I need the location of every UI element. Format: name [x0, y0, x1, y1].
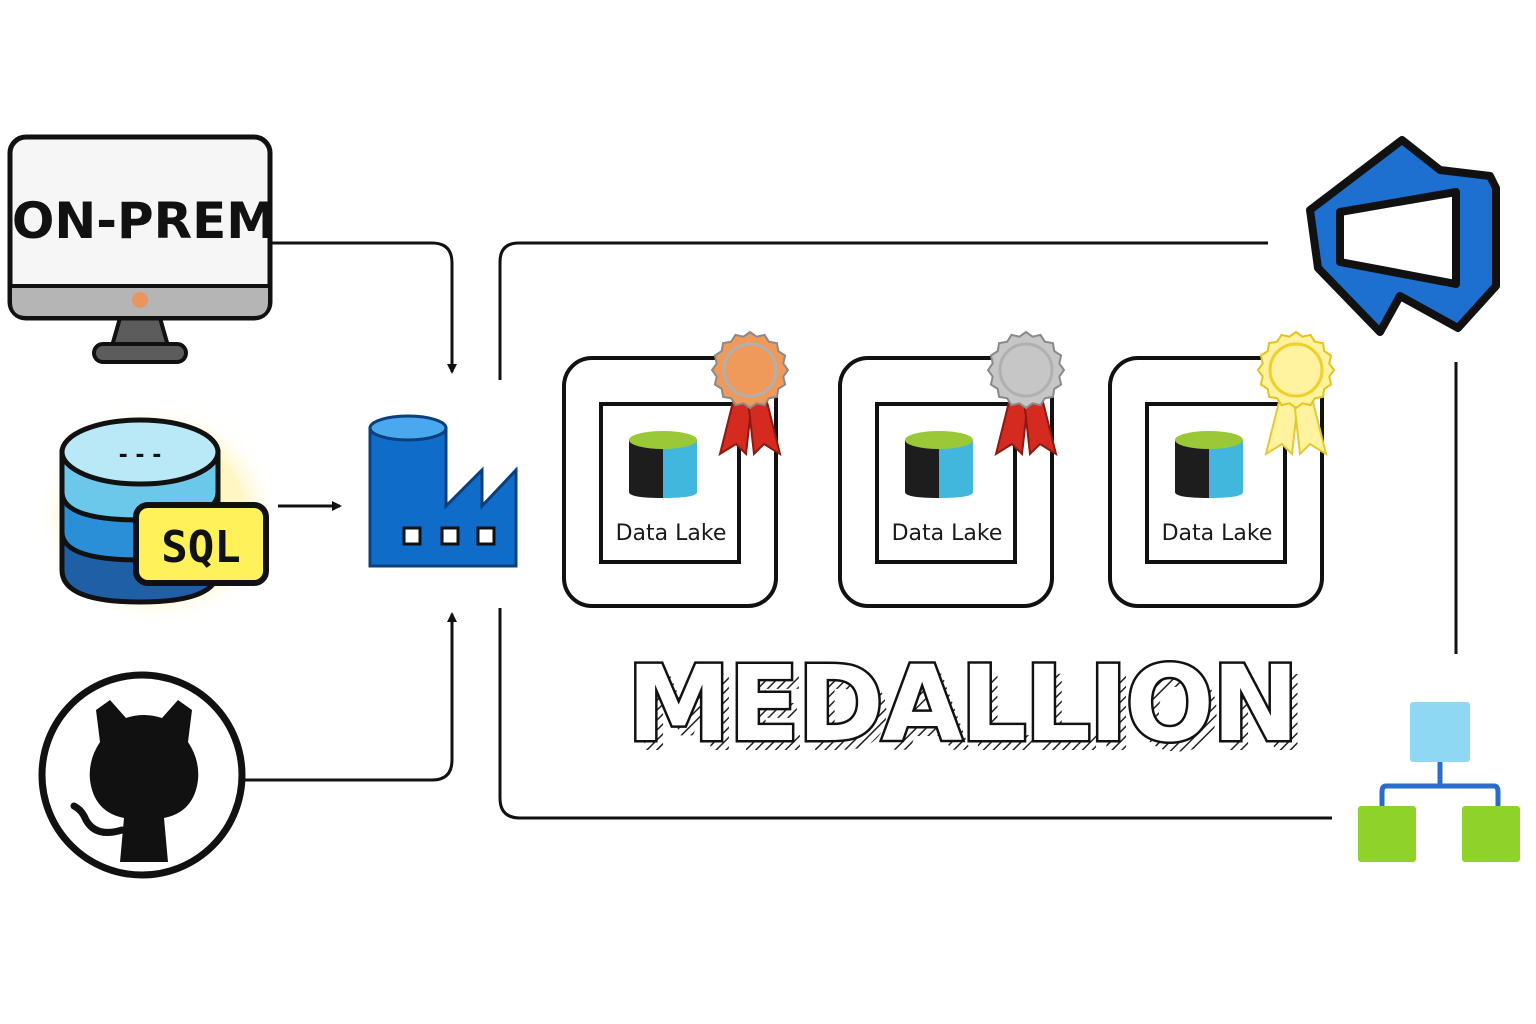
layer-label: Data Lake — [1162, 521, 1273, 546]
monitor-icon: ON-PREM — [7, 134, 276, 364]
bronze-medal-icon — [710, 330, 790, 457]
medallion-layers: Data Lake Data Lake Data Lake — [562, 330, 1336, 608]
sql-label: SQL — [161, 522, 240, 573]
onprem-label: ON-PREM — [12, 192, 276, 250]
data-lake-icon — [629, 431, 697, 498]
data-lake-icon — [905, 431, 973, 498]
layer-label: Data Lake — [892, 521, 1003, 546]
connectors — [245, 241, 1458, 820]
layer-card-silver: Data Lake — [838, 330, 1066, 608]
github-octocat-icon — [38, 671, 246, 879]
onprem-to-factory-arrow — [272, 241, 457, 374]
layer-card-gold: Data Lake — [1108, 330, 1336, 608]
data-lake-icon — [1175, 431, 1243, 498]
data-factory-icon — [368, 414, 518, 568]
silver-medal-icon — [986, 330, 1066, 457]
db-dots: - - - — [119, 443, 162, 468]
pipeline-frame-top — [498, 241, 1268, 380]
title-text: MEDALLION — [627, 643, 1297, 765]
pipeline-frame-bottom — [498, 608, 1332, 820]
azure-devops-icon — [1306, 136, 1500, 336]
medallion-title: MEDALLION MEDALLION — [624, 641, 1307, 776]
title-shadow: MEDALLION — [635, 653, 1305, 775]
github-to-factory-arrow — [245, 612, 457, 782]
sql-database-icon: - - - SQL — [36, 402, 280, 626]
gold-medal-icon — [1256, 330, 1336, 457]
layer-card-bronze: Data Lake — [562, 330, 790, 608]
hierarchy-icon — [1358, 702, 1520, 862]
layer-label: Data Lake — [616, 521, 727, 546]
